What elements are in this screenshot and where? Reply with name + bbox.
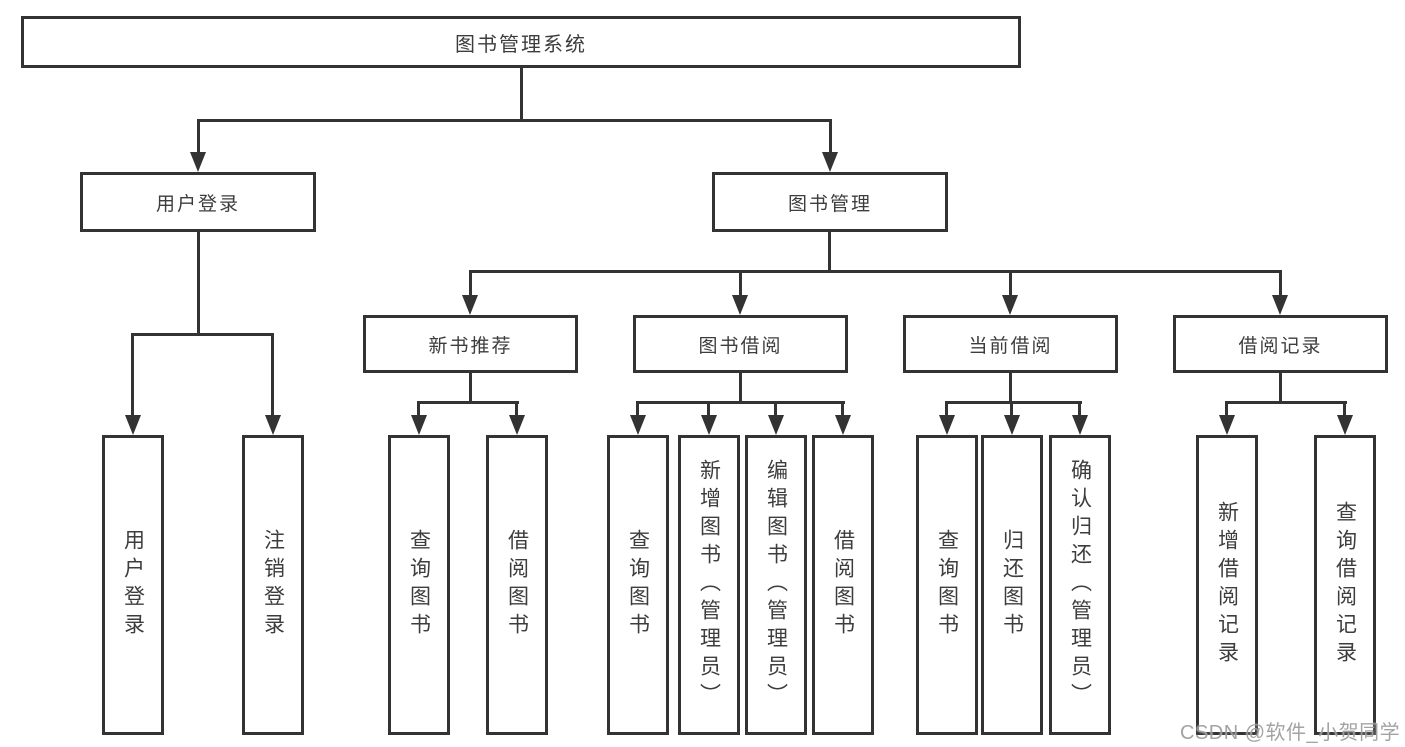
arrowhead-down-icon <box>835 415 851 435</box>
node-book-management: 图书管理 <box>712 172 948 232</box>
arrowhead-down-icon <box>630 415 646 435</box>
connector-vline <box>1343 401 1346 417</box>
leaf-bb-edit-books-admin: 编辑图书（管理员） <box>745 435 807 735</box>
arrowhead-down-icon <box>1002 295 1018 315</box>
leaf-nbr-borrow-books: 借阅图书 <box>486 435 548 735</box>
leaf-bb-edit-books-admin-label: 编辑图书（管理员） <box>764 459 788 711</box>
connector-vline <box>829 119 832 155</box>
leaf-cb-query-books-label: 查询图书 <box>935 529 959 641</box>
leaf-nbr-query-books-label: 查询图书 <box>407 529 431 641</box>
arrowhead-down-icon <box>1272 295 1288 315</box>
connector-hline <box>1225 401 1347 404</box>
node-new-book-recommend-label: 新书推荐 <box>428 335 513 357</box>
leaf-user-login-label: 用户登录 <box>121 529 145 641</box>
connector-hline <box>131 333 274 336</box>
arrowhead-down-icon <box>701 415 717 435</box>
node-book-management-label: 图书管理 <box>787 193 872 215</box>
arrowhead-down-icon <box>125 415 141 435</box>
arrowhead-down-icon <box>190 152 206 172</box>
leaf-bb-query-books-label: 查询图书 <box>626 529 650 641</box>
node-current-borrow: 当前借阅 <box>903 315 1118 373</box>
arrowhead-down-icon <box>509 415 525 435</box>
connector-vline <box>1279 373 1282 403</box>
arrowhead-down-icon <box>462 295 478 315</box>
arrowhead-down-icon <box>411 415 427 435</box>
leaf-nbr-query-books: 查询图书 <box>388 435 450 735</box>
arrowhead-down-icon <box>1337 415 1353 435</box>
leaf-br-query-record-label: 查询借阅记录 <box>1333 501 1357 669</box>
leaf-nbr-borrow-books-label: 借阅图书 <box>505 529 529 641</box>
connector-vline <box>515 401 518 417</box>
leaf-bb-add-books-admin: 新增图书（管理员） <box>678 435 740 735</box>
connector-vline <box>469 270 472 297</box>
node-borrow-records: 借阅记录 <box>1173 315 1388 373</box>
arrowhead-down-icon <box>732 295 748 315</box>
arrowhead-down-icon <box>1072 415 1088 435</box>
connector-hline <box>945 401 1082 404</box>
watermark: CSDN @软件_小贺同学 <box>1180 722 1401 744</box>
arrowhead-down-icon <box>822 152 838 172</box>
connector-vline <box>739 270 742 297</box>
leaf-cb-query-books: 查询图书 <box>916 435 978 735</box>
connector-vline <box>1010 401 1013 417</box>
node-new-book-recommend: 新书推荐 <box>363 315 578 373</box>
leaf-cb-return-books-label: 归还图书 <box>1000 529 1024 641</box>
leaf-cb-confirm-return-admin: 确认归还（管理员） <box>1049 435 1111 735</box>
node-root: 图书管理系统 <box>21 16 1021 68</box>
connector-hline <box>197 119 832 122</box>
connector-hline <box>417 401 519 404</box>
connector-vline <box>1279 270 1282 297</box>
leaf-bb-borrow-books: 借阅图书 <box>812 435 874 735</box>
connector-vline <box>707 401 710 417</box>
leaf-bb-add-books-admin-label: 新增图书（管理员） <box>697 459 721 711</box>
connector-vline <box>520 68 523 121</box>
leaf-bb-query-books: 查询图书 <box>607 435 669 735</box>
leaf-br-add-record-label: 新增借阅记录 <box>1215 501 1239 669</box>
leaf-br-add-record: 新增借阅记录 <box>1196 435 1258 735</box>
node-current-borrow-label: 当前借阅 <box>968 335 1053 357</box>
connector-vline <box>945 401 948 417</box>
connector-vline <box>636 401 639 417</box>
leaf-br-query-record: 查询借阅记录 <box>1314 435 1376 735</box>
node-book-borrow: 图书借阅 <box>633 315 848 373</box>
connector-vline <box>1009 270 1012 297</box>
arrowhead-down-icon <box>1004 415 1020 435</box>
leaf-user-login: 用户登录 <box>102 435 164 735</box>
connector-vline <box>1078 401 1081 417</box>
connector-hline <box>636 401 845 404</box>
arrowhead-down-icon <box>939 415 955 435</box>
leaf-logout-login-label: 注销登录 <box>261 529 285 641</box>
node-root-label: 图书管理系统 <box>455 33 587 56</box>
connector-vline <box>1225 401 1228 417</box>
leaf-logout-login: 注销登录 <box>242 435 304 735</box>
connector-vline <box>739 373 742 403</box>
node-user-login: 用户登录 <box>80 172 316 232</box>
node-user-login-label: 用户登录 <box>155 193 240 215</box>
node-borrow-records-label: 借阅记录 <box>1238 335 1323 357</box>
connector-vline <box>469 373 472 403</box>
leaf-cb-confirm-return-admin-label: 确认归还（管理员） <box>1068 459 1092 711</box>
leaf-bb-borrow-books-label: 借阅图书 <box>831 529 855 641</box>
arrowhead-down-icon <box>768 415 784 435</box>
arrowhead-down-icon <box>1219 415 1235 435</box>
connector-vline <box>841 401 844 417</box>
leaf-cb-return-books: 归还图书 <box>981 435 1043 735</box>
connector-vline <box>774 401 777 417</box>
connector-vline <box>271 333 274 415</box>
connector-vline <box>131 333 134 415</box>
connector-vline <box>1009 373 1012 403</box>
node-book-borrow-label: 图书借阅 <box>698 335 783 357</box>
connector-vline <box>828 232 831 272</box>
connector-vline <box>197 232 200 336</box>
arrowhead-down-icon <box>265 415 281 435</box>
connector-vline <box>197 119 200 155</box>
connector-hline <box>469 270 1282 273</box>
connector-vline <box>417 401 420 417</box>
